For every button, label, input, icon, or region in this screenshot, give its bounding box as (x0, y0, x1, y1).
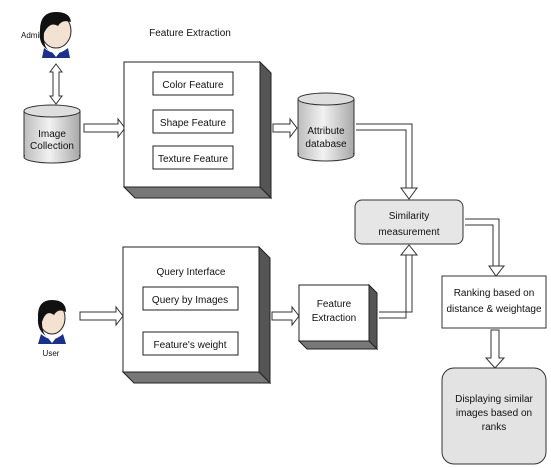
similarity-measurement-box (354, 199, 464, 245)
query-to-extraction-arrow (271, 305, 300, 327)
display-results-box (441, 367, 547, 465)
admin-collection-arrow (49, 63, 63, 105)
features-weight-box (142, 331, 239, 356)
image-collection-label-line1: Image (38, 129, 66, 140)
ranking-to-display-arrow (484, 329, 506, 369)
display-label-line1: Displaying similar (455, 394, 533, 405)
user-to-query-arrow (79, 305, 124, 327)
admin-label: Admin (21, 31, 44, 40)
ranking-label-line2: distance & weightage (446, 304, 542, 315)
extraction-to-similarity-arrow (379, 244, 419, 319)
feature-extraction-small-line1: Feature (317, 299, 352, 310)
collection-to-extraction-arrow (83, 117, 126, 139)
feature-extraction-title: Feature Extraction (149, 28, 231, 39)
ranking-label-line1: Ranking based on (454, 288, 535, 299)
similarity-to-ranking-arrow (465, 218, 506, 277)
similarity-label-line1: Similarity (389, 211, 430, 222)
attribute-database-label-line2: database (305, 139, 347, 150)
query-by-images-box (142, 286, 239, 311)
texture-feature-label: Texture Feature (158, 154, 228, 165)
query-by-images-label: Query by Images (152, 295, 228, 306)
user-person-icon (37, 300, 66, 344)
attribute-database-label-line1: Attribute (307, 126, 345, 137)
display-label-line3: ranks (482, 422, 506, 433)
image-collection-label-line2: Collection (30, 141, 74, 152)
image-collection-cylinder (23, 104, 81, 164)
database-to-similarity-arrow (356, 123, 418, 200)
features-weight-label: Feature's weight (153, 340, 226, 351)
extraction-to-database-arrow (272, 117, 298, 139)
similarity-label-line2: measurement (378, 227, 439, 238)
ranking-box (441, 275, 547, 329)
feature-extraction-small-line2: Extraction (312, 313, 356, 324)
attribute-database-cylinder (297, 92, 355, 162)
admin-person-icon (39, 12, 72, 58)
texture-feature-box (152, 145, 234, 170)
color-feature-box (152, 71, 234, 96)
display-label-line2: images based on (456, 408, 532, 419)
query-interface-title: Query Interface (157, 267, 226, 278)
feature-extraction-small-box (297, 283, 379, 351)
shape-feature-label: Shape Feature (160, 118, 227, 129)
color-feature-label: Color Feature (162, 80, 224, 91)
shape-feature-box (152, 109, 234, 134)
user-label: User (43, 349, 60, 358)
